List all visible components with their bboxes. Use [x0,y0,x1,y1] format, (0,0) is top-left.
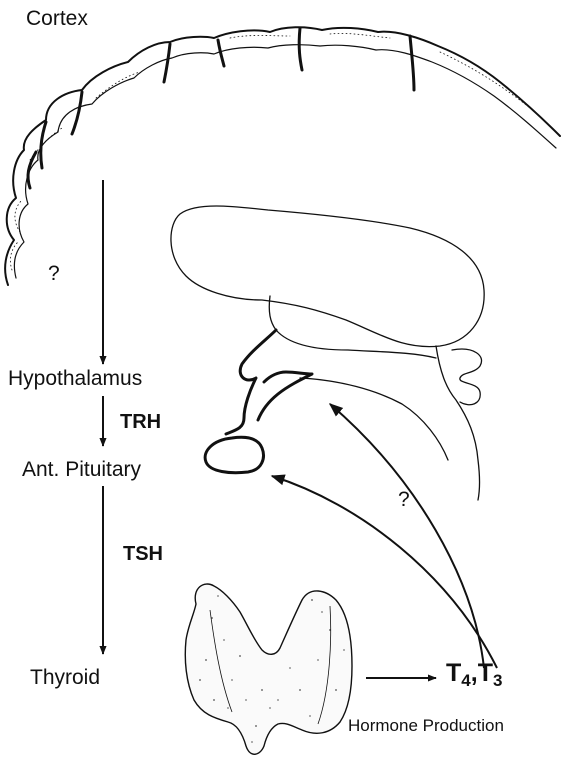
hypothalamus-label: Hypothalamus [8,368,142,389]
t4-t3-label: T4,T3 [446,661,502,689]
infundibulum-stalk [258,372,312,420]
corpus-callosum [171,206,484,347]
t4-letter: T [446,659,461,687]
t3-letter: T [478,659,493,687]
ant-pituitary-label: Ant. Pituitary [22,459,141,480]
brain-midline-illustration [171,206,484,500]
cortex-illustration [5,27,560,285]
thyroid-outline [185,584,352,754]
hormone-separator: , [471,659,478,687]
tsh-label: TSH [123,544,163,564]
t4-subscript: 4 [461,671,470,690]
hormone-production-label: Hormone Production [348,717,504,734]
thyroid-gland-illustration [185,584,352,754]
cortex-question-mark: ? [48,263,60,284]
cortex-label: Cortex [26,8,88,29]
hypothalamus-outline [226,330,276,434]
feedback-question-mark: ? [398,489,410,510]
brainstem [436,346,480,500]
cerebellum-fold [452,349,482,405]
t3-subscript: 3 [493,671,502,690]
cortex-inner-boundary [14,45,556,278]
cortex-sulci [28,28,414,188]
arrow-feedback-to-hypothalamus [330,404,484,668]
trh-label: TRH [120,412,161,432]
thyroid-label: Thyroid [30,667,100,688]
cortex-gray-matter-stipple [10,33,530,270]
pituitary-gland [205,437,263,472]
cortex-outer-surface [5,27,560,285]
